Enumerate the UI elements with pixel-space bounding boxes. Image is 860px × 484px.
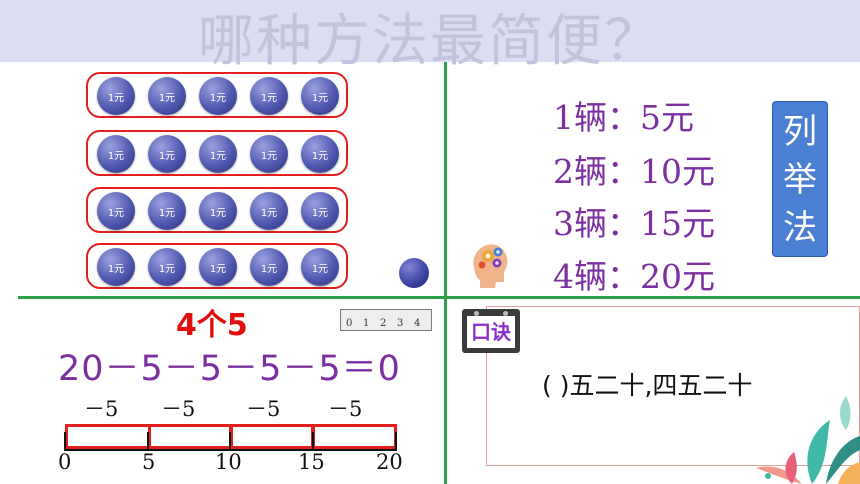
group-count-label: 4个5 <box>176 308 248 343</box>
vertical-divider <box>444 62 447 484</box>
coin: 1元 <box>97 135 135 173</box>
step-label: －5 <box>84 397 119 421</box>
subtraction-equation: 20－5－5－5－5＝0 <box>58 349 401 389</box>
axis-label: 5 <box>142 450 156 474</box>
coin: 1元 <box>301 192 339 230</box>
axis-label: 15 <box>298 450 325 474</box>
method-button[interactable]: 列 举 法 <box>772 101 828 257</box>
coin: 1元 <box>250 135 288 173</box>
coin: 1元 <box>97 248 135 286</box>
axis-label: 0 <box>58 450 72 474</box>
coin: 1元 <box>148 135 186 173</box>
ruler-tick: 4 <box>414 318 421 329</box>
leaf-decoration-icon <box>756 396 860 484</box>
coin-row-3: 1元 1元 1元 1元 1元 <box>86 187 348 233</box>
coin: 1元 <box>301 135 339 173</box>
rhyme-tag: 口诀 <box>462 309 520 353</box>
axis-label: 20 <box>376 450 403 474</box>
number-line-axis <box>64 449 397 451</box>
ruler-tick: 3 <box>397 318 404 329</box>
price-item: 3辆：15元 <box>553 204 715 243</box>
number-line-segment <box>148 424 232 449</box>
ruler-icon: 0 1 2 3 4 <box>340 309 432 331</box>
thinking-head-icon <box>473 244 508 288</box>
coin-row-4: 1元 1元 1元 1元 1元 <box>86 243 348 289</box>
coin-row-1: 1元 1元 1元 1元 1元 <box>86 72 348 118</box>
price-item: 2辆：10元 <box>553 152 715 191</box>
horizontal-divider <box>18 296 860 299</box>
axis-tick <box>64 432 66 450</box>
coin: 1元 <box>199 192 237 230</box>
step-label: －5 <box>246 397 281 421</box>
axis-tick <box>147 432 149 450</box>
ruler-tick: 2 <box>380 318 387 329</box>
coin: 1元 <box>250 248 288 286</box>
rhyme-tag-label: 口诀 <box>467 316 515 348</box>
number-line-segment <box>65 424 151 449</box>
coin: 1元 <box>148 192 186 230</box>
tag-hole <box>474 311 479 316</box>
step-label: －5 <box>328 397 363 421</box>
axis-tick <box>395 432 397 450</box>
axis-tick <box>312 432 314 450</box>
price-item: 4辆：20元 <box>553 257 715 296</box>
coin: 1元 <box>301 77 339 115</box>
coin-row-2: 1元 1元 1元 1元 1元 <box>86 130 348 176</box>
ruler-tick: 0 <box>346 318 353 329</box>
title-banner <box>0 0 860 62</box>
coin: 1元 <box>250 192 288 230</box>
coin: 1元 <box>148 248 186 286</box>
coin: 1元 <box>97 77 135 115</box>
page-title: 哪种方法最简便？ <box>198 9 662 74</box>
number-line-segment <box>230 424 314 449</box>
coin: 1元 <box>199 77 237 115</box>
coin: 1元 <box>301 248 339 286</box>
axis-label: 10 <box>215 450 242 474</box>
loose-coin[interactable] <box>399 258 429 288</box>
coin: 1元 <box>199 248 237 286</box>
axis-tick <box>229 432 231 450</box>
step-label: －5 <box>161 397 196 421</box>
coin: 1元 <box>148 77 186 115</box>
coin: 1元 <box>97 192 135 230</box>
rhyme-text: ( )五二十,四五二十 <box>542 371 753 400</box>
method-char: 法 <box>783 208 817 248</box>
tag-hole <box>503 311 508 316</box>
rhyme-card <box>486 306 860 466</box>
coin: 1元 <box>199 135 237 173</box>
number-line-segment <box>312 424 397 449</box>
price-item: 1辆：5元 <box>553 98 694 137</box>
coin: 1元 <box>250 77 288 115</box>
ruler-tick: 1 <box>363 318 370 329</box>
method-char: 列 <box>783 112 817 152</box>
method-char: 举 <box>783 160 817 200</box>
